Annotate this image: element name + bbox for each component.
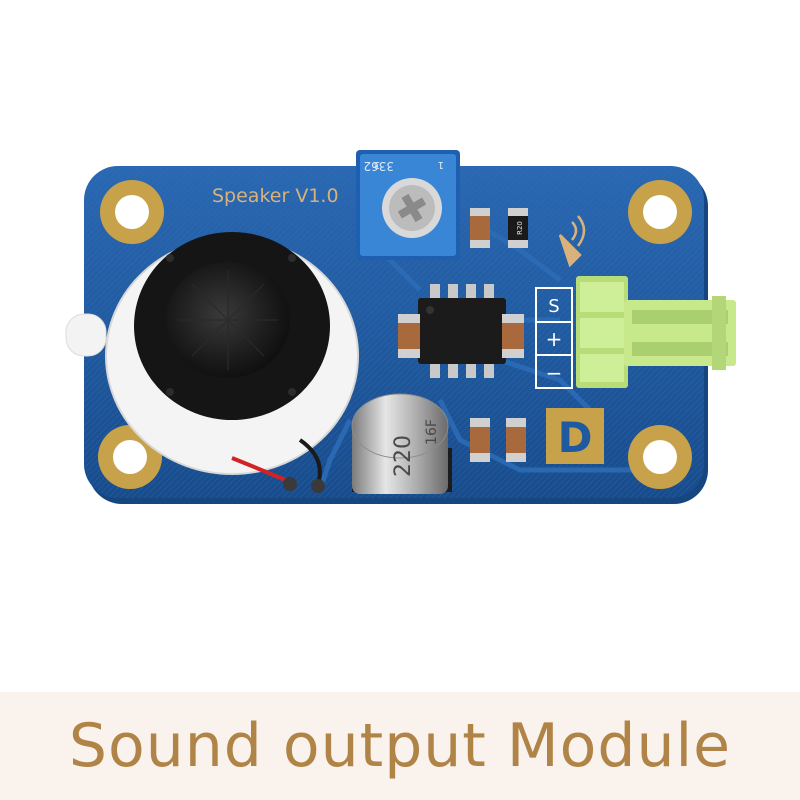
- electrolytic-capacitor: 220 16F: [351, 393, 452, 494]
- speaker: [65, 232, 359, 475]
- pot-marking: 3362: [363, 159, 394, 173]
- smd-capacitor-3: [502, 314, 524, 358]
- pin-label-plus: +: [546, 327, 563, 351]
- pin-label-signal: S: [548, 296, 559, 317]
- caption-title: Sound output Module: [68, 711, 732, 781]
- smd-resistor: R20: [508, 208, 528, 248]
- pot-marking-suffix: 3: [374, 159, 380, 170]
- amplifier-ic: [418, 284, 506, 378]
- module-photo: Speaker V1.0 1 3362 3 R20: [65, 150, 736, 504]
- caption-band: Sound output Module: [0, 692, 800, 800]
- mounting-hole-bottom-right: [628, 425, 692, 489]
- potentiometer: 1 3362 3: [356, 150, 460, 260]
- speaker-wires: [231, 438, 325, 493]
- smd-capacitor-2: [398, 314, 420, 358]
- smd-capacitor-1: [470, 208, 490, 248]
- capacitor-voltage: 16F: [424, 419, 440, 445]
- resistor-marking: R20: [516, 221, 524, 235]
- mounting-hole-top-right: [628, 180, 692, 244]
- silkscreen-title: Speaker V1.0: [212, 185, 339, 207]
- pin-label-box: S + −: [535, 287, 573, 389]
- mounting-hole-top-left: [100, 180, 164, 244]
- logo-letter: D: [558, 413, 593, 462]
- capacitor-value: 220: [391, 435, 416, 477]
- smd-capacitor-4: [470, 418, 490, 462]
- three-pin-connector: [576, 276, 736, 388]
- brand-logo: D: [546, 408, 604, 464]
- pin-label-minus: −: [546, 361, 563, 385]
- smd-capacitor-5: [506, 418, 526, 462]
- pot-marking-prefix: 1: [438, 159, 444, 170]
- sound-icon: [558, 215, 586, 268]
